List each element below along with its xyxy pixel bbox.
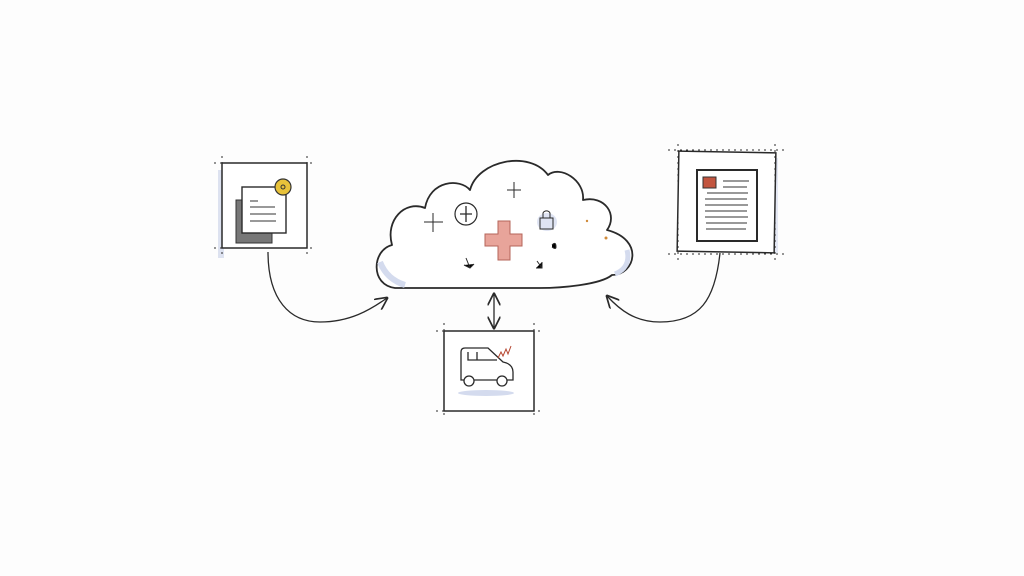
car-icon [460, 345, 514, 387]
arrow-documents-to-cloud [267, 251, 387, 323]
documents-node [214, 156, 314, 258]
sparkle-icon [424, 182, 557, 269]
lock-icon [537, 210, 557, 231]
arrow-report-to-cloud [607, 252, 721, 323]
medical-cross-icon [484, 220, 523, 261]
cloud-node [375, 159, 634, 289]
compass-icon [454, 202, 478, 226]
coin-icon [274, 178, 292, 196]
document-with-image-icon [696, 169, 758, 242]
vehicle-node [436, 323, 542, 418]
document-stack-icon [235, 186, 287, 244]
report-node [668, 144, 788, 262]
